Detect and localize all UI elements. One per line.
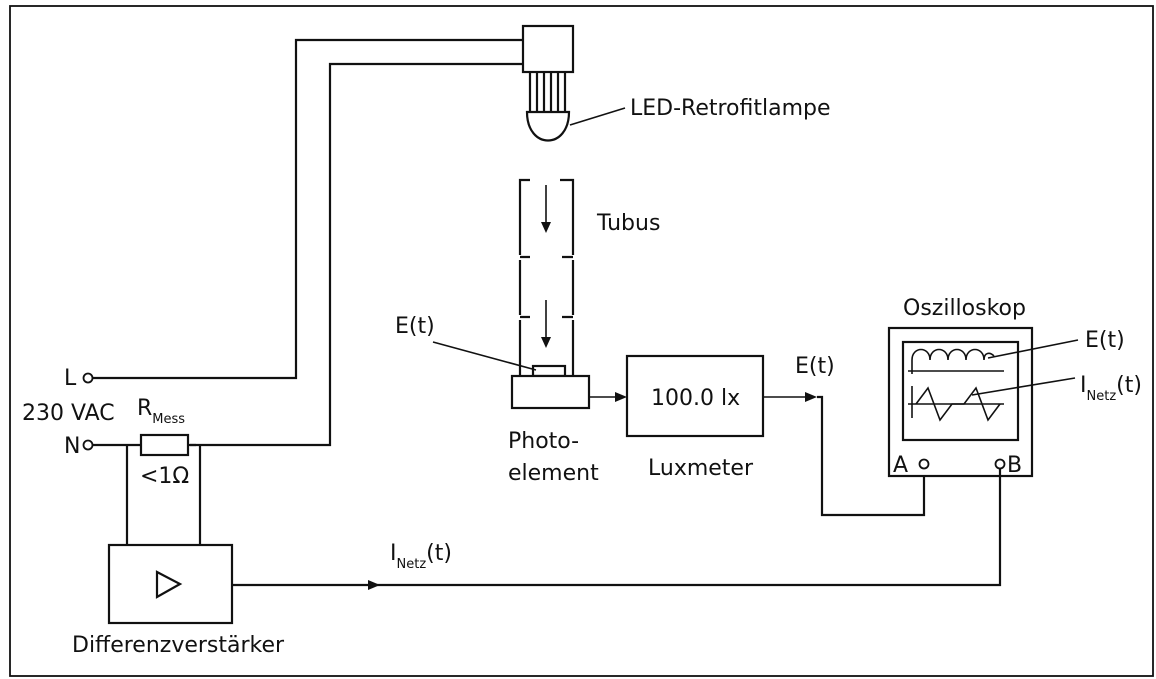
terminal-n-label: N — [64, 434, 80, 459]
photo-body — [510, 374, 591, 410]
tube — [518, 178, 575, 375]
resistor-r-mess — [139, 433, 190, 457]
light-arrowhead-2 — [541, 337, 551, 348]
i-line-label: INetz(t) — [390, 541, 452, 572]
lamp-label-leader — [569, 107, 626, 126]
amplifier-box — [107, 543, 234, 625]
i-osc-leader — [971, 377, 1076, 396]
terminal-l-label: L — [64, 366, 77, 391]
arrowhead-luxmeter-out — [805, 392, 817, 402]
channel-a-label: A — [893, 453, 908, 478]
e-photo-label: E(t) — [395, 314, 435, 339]
e-osc-leader — [987, 339, 1079, 359]
lamp-bulb — [525, 110, 571, 142]
amplifier-label: Differenzverstärker — [72, 633, 285, 658]
channel-b-terminal — [994, 458, 1006, 470]
luxmeter-box — [625, 354, 765, 438]
resistor-value: <1Ω — [140, 464, 189, 489]
photo-label-line2: element — [508, 461, 599, 486]
arrowhead-luxmeter-in — [615, 392, 627, 402]
terminal-l — [82, 372, 94, 384]
photo-label-line1: Photo- — [508, 429, 579, 454]
light-arrowhead-1 — [541, 222, 551, 233]
wire-l-to-lamp — [93, 38, 523, 380]
photo-element — [432, 341, 591, 410]
lamp-socket — [521, 24, 575, 74]
channel-b-label: B — [1007, 453, 1022, 478]
i-osc-label: INetz(t) — [1080, 373, 1142, 404]
tube-wall-right — [560, 178, 575, 375]
lamp-label: LED-Retrofitlampe — [630, 96, 831, 121]
amplifier-symbol — [155, 570, 183, 599]
trace-i — [915, 386, 1001, 422]
arrowhead-i-line — [368, 580, 380, 590]
channel-a-terminal — [918, 458, 930, 470]
oscilloscope — [887, 326, 1079, 478]
photo-sensor — [531, 364, 567, 378]
tube-label: Tubus — [596, 211, 660, 236]
resistor-label: RMess — [137, 396, 185, 427]
trace-e — [911, 348, 995, 374]
voltage-label: 230 VAC — [22, 401, 115, 426]
luxmeter-display: 100.0 lx — [651, 386, 740, 411]
e-out-label: E(t) — [795, 354, 835, 379]
lamp-fins — [528, 72, 567, 112]
wire-n-to-lamp — [190, 62, 523, 447]
tube-apertures — [520, 255, 573, 319]
e-photo-leader — [432, 341, 537, 371]
terminal-n — [82, 439, 94, 451]
led-lamp — [521, 24, 626, 142]
oscilloscope-label: Oszilloskop — [903, 296, 1026, 321]
luxmeter-label: Luxmeter — [648, 456, 754, 481]
tube-wall-left — [518, 178, 530, 375]
wire-to-channel-b — [232, 469, 1002, 587]
diagram-frame — [9, 5, 1154, 677]
e-osc-label: E(t) — [1085, 328, 1125, 353]
wire-to-channel-a — [817, 395, 926, 517]
